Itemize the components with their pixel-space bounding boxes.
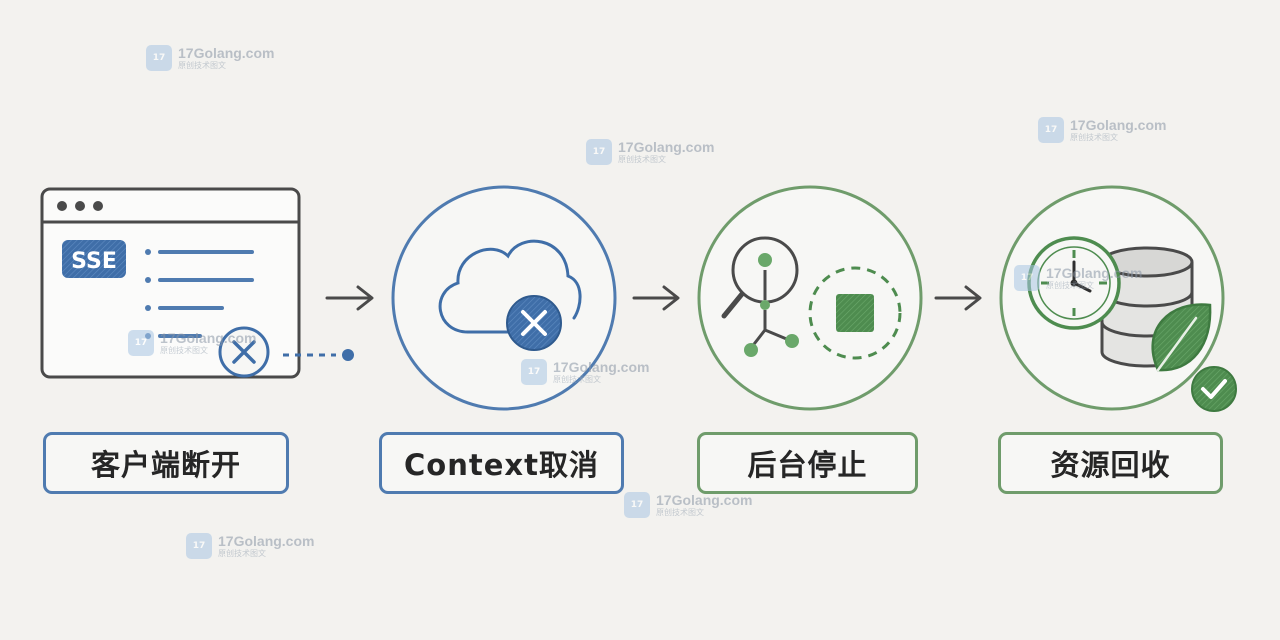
step-label-text: 资源回收 [1050,448,1171,482]
watermark: 17 17Golang.com 原创技术图文 [1014,265,1142,291]
watermark-subtext: 原创技术图文 [656,508,704,517]
watermark-logo-icon: 17 [624,492,650,518]
step-label-background-stop: 后台停止 [697,432,918,494]
sse-badge: SSE [71,249,117,274]
broken-connection-line [283,349,354,361]
watermark: 17 17Golang.com 原创技术图文 [521,359,649,385]
watermark-logo-icon: 17 [1038,117,1064,143]
step-label-context-cancel: Context取消 [379,432,624,494]
watermark-logo-icon: 17 [186,533,212,559]
watermark-text: 17Golang.com [1070,117,1167,133]
watermark: 17 17Golang.com 原创技术图文 [146,45,274,71]
watermark-text: 17Golang.com [553,359,650,375]
watermark-text: 17Golang.com [160,330,257,346]
watermark-logo-icon: 17 [586,139,612,165]
watermark-text: 17Golang.com [178,45,275,61]
cloud-icon [438,239,582,334]
watermark-subtext: 原创技术图文 [553,375,601,384]
step-label-text: 客户端断开 [90,448,241,482]
watermark-subtext: 原创技术图文 [1046,281,1094,290]
step-label-text: Context取消 [404,448,599,482]
arrow-right-icon [934,285,982,311]
watermark-text: 17Golang.com [1046,265,1143,281]
watermark: 17 17Golang.com 原创技术图文 [624,492,752,518]
step-label-resource-reclaim: 资源回收 [998,432,1223,494]
watermark-subtext: 原创技术图文 [1070,133,1118,142]
arrow-right-icon [632,285,680,311]
watermark-logo-icon: 17 [521,359,547,385]
watermark: 17 17Golang.com 原创技术图文 [186,533,314,559]
background-circle [697,185,923,411]
step-label-text: 后台停止 [747,448,868,482]
watermark-logo-icon: 17 [146,45,172,71]
watermark-text: 17Golang.com [656,492,753,508]
process-tree-icon [744,300,799,357]
watermark: 17 17Golang.com 原创技术图文 [128,330,256,356]
watermark-text: 17Golang.com [618,139,715,155]
watermark-logo-icon: 17 [1014,265,1040,291]
watermark: 17 17Golang.com 原创技术图文 [1038,117,1166,143]
watermark-subtext: 原创技术图文 [618,155,666,164]
database-icon [1100,246,1194,368]
watermark-logo-icon: 17 [128,330,154,356]
cancel-icon [506,295,562,351]
disconnect-icon [218,326,270,378]
watermark-subtext: 原创技术图文 [178,61,226,70]
stop-icon [808,266,902,360]
leaf-icon [1151,303,1212,372]
check-icon [1191,366,1237,412]
arrow-right-icon [325,285,374,311]
context-circle [391,185,617,411]
watermark: 17 17Golang.com 原创技术图文 [586,139,714,165]
step-label-client-disconnect: 客户端断开 [43,432,289,494]
watermark-subtext: 原创技术图文 [160,346,208,355]
watermark-subtext: 原创技术图文 [218,549,266,558]
watermark-text: 17Golang.com [218,533,315,549]
